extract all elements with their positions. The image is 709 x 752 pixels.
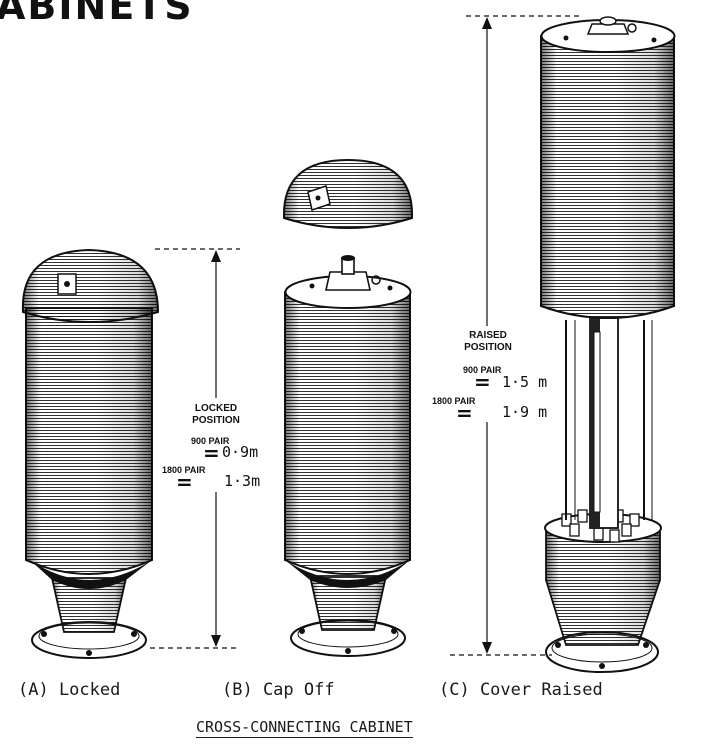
raised-dimension-line: [450, 15, 582, 656]
raised-900-equals: =: [474, 370, 491, 394]
locked-label-line1: LOCKED: [194, 403, 238, 414]
locked-900-pair-label: 900 PAIR: [191, 436, 230, 446]
raised-label-line1: RAISED: [469, 330, 507, 341]
raised-900-value: 1·5 m: [502, 373, 548, 391]
locked-1800-pair-label: 1800 PAIR: [162, 465, 206, 475]
caption-c-cover-raised: (C) Cover Raised: [439, 680, 603, 700]
cabinet-a-locked: [21, 248, 160, 659]
diagram-title: CROSS-CONNECTING CABINET: [196, 718, 413, 738]
locked-1800-value: 1·3m: [224, 472, 261, 490]
raised-label: RAISED POSITION: [455, 330, 521, 354]
caption-a-locked: (A) Locked: [18, 680, 121, 700]
cabinet-b-cap-off: [282, 158, 414, 657]
caption-b-cap-off: (B) Cap Off: [222, 680, 335, 700]
raised-1800-equals: =: [456, 401, 473, 425]
cabinet-c-cover-raised: [540, 16, 676, 673]
raised-label-line2: POSITION: [464, 342, 512, 353]
locked-dimension-line: [150, 248, 240, 649]
raised-1800-pair-label: 1800 PAIR: [432, 396, 476, 406]
page-header-text: ABINETS: [0, 0, 194, 28]
locked-1800-equals: =: [176, 470, 193, 494]
locked-label: LOCKED POSITION: [184, 403, 248, 427]
raised-900-pair-label: 900 PAIR: [463, 365, 502, 375]
raised-1800-value: 1·9 m: [502, 403, 548, 421]
locked-900-value: 0·9m: [222, 443, 259, 461]
locked-900-equals: =: [203, 441, 220, 465]
locked-label-line2: POSITION: [192, 415, 240, 426]
